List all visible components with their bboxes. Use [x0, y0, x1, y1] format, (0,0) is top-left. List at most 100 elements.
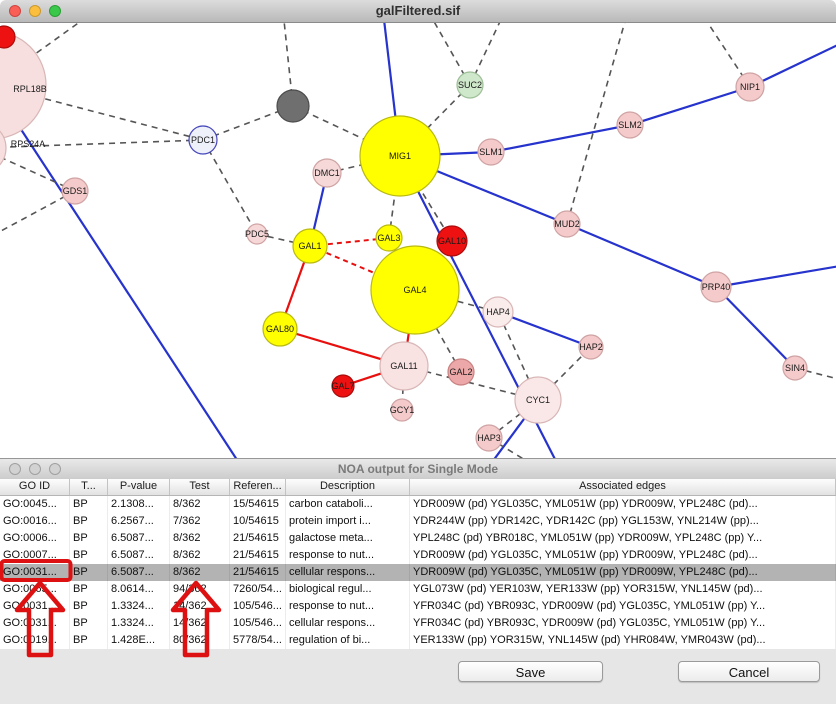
- node-RPL18B[interactable]: [0, 31, 47, 139]
- node-GCY1[interactable]: [390, 398, 414, 422]
- cell: BP: [70, 513, 108, 530]
- close-button[interactable]: [9, 5, 21, 17]
- node-GAL3[interactable]: [375, 224, 403, 252]
- cell: BP: [70, 581, 108, 598]
- column-header-test[interactable]: Test: [170, 479, 230, 495]
- node-MIG1[interactable]: [359, 115, 441, 197]
- node-HAP3[interactable]: [475, 424, 503, 452]
- node-DMC1[interactable]: [312, 158, 342, 188]
- node-label-NIP1: NIP1: [740, 82, 760, 92]
- zoom-button[interactable]: [49, 5, 61, 17]
- cell: cellular respons...: [286, 615, 410, 632]
- node-label-CYC1: CYC1: [526, 395, 550, 405]
- node-label-MIG1: MIG1: [389, 151, 411, 161]
- zoom-button-inactive[interactable]: [49, 463, 61, 475]
- node-label-HAP3: HAP3: [477, 433, 501, 443]
- cell: BP: [70, 547, 108, 564]
- cell: BP: [70, 598, 108, 615]
- node-MUD2[interactable]: [553, 210, 581, 238]
- cell: BP: [70, 615, 108, 632]
- cell: 8.0614...: [108, 581, 170, 598]
- cell: GO:0031...: [0, 598, 70, 615]
- node-RPS24A[interactable]: [0, 122, 7, 174]
- cell: 105/546...: [230, 598, 286, 615]
- node-HAP2[interactable]: [578, 334, 604, 360]
- close-button-inactive[interactable]: [9, 463, 21, 475]
- node-GDS1[interactable]: [61, 177, 89, 205]
- column-header-go-id[interactable]: GO ID: [0, 479, 70, 495]
- node-NIP1[interactable]: [735, 72, 765, 102]
- cell: 6.5087...: [108, 530, 170, 547]
- node-label-RPL18B: RPL18B: [13, 84, 47, 94]
- cell: GO:0031...: [0, 615, 70, 632]
- edge-blue: [0, 95, 238, 459]
- minimize-button-inactive[interactable]: [29, 463, 41, 475]
- node-PRP40[interactable]: [700, 271, 732, 303]
- cell: BP: [70, 496, 108, 513]
- column-header-referen-[interactable]: Referen...: [230, 479, 286, 495]
- cell: 105/546...: [230, 615, 286, 632]
- node-SUC2[interactable]: [456, 71, 484, 99]
- node-GAL4[interactable]: [370, 245, 460, 335]
- cell: GO:0031...: [0, 564, 70, 581]
- network-canvas[interactable]: RPL18BRPS24AGDS1PDC1DMC1MIG1SUC2SLM1SLM2…: [0, 23, 836, 459]
- node-SIN4[interactable]: [782, 355, 808, 381]
- cell: carbon cataboli...: [286, 496, 410, 513]
- edge-blue: [715, 265, 836, 289]
- node-GAL80[interactable]: [262, 311, 298, 347]
- cell: 21/54615: [230, 564, 286, 581]
- cell: 1.3324...: [108, 598, 170, 615]
- node-GAL1[interactable]: [292, 228, 328, 264]
- cancel-button[interactable]: Cancel: [678, 661, 820, 682]
- cell: 8/362: [170, 496, 230, 513]
- node-label-GCY1: GCY1: [390, 405, 415, 415]
- cell: 80/362: [170, 632, 230, 649]
- column-header-p-value[interactable]: P-value: [108, 479, 170, 495]
- node-PDC1[interactable]: [188, 125, 218, 155]
- column-header-associated-edges[interactable]: Associated edges: [410, 479, 836, 495]
- save-button[interactable]: Save: [458, 661, 603, 682]
- noa-window-title: NOA output for Single Mode: [337, 462, 499, 476]
- node-redcorner[interactable]: [0, 25, 16, 49]
- network-window-titlebar[interactable]: galFiltered.sif: [0, 0, 836, 23]
- noa-window-titlebar[interactable]: NOA output for Single Mode: [0, 459, 836, 480]
- node-GAL7[interactable]: [331, 374, 355, 398]
- edge-blue: [490, 123, 631, 154]
- node-CYC1[interactable]: [514, 376, 562, 424]
- node-GAL11[interactable]: [379, 341, 429, 391]
- node-label-GAL1: GAL1: [298, 241, 321, 251]
- cell: 1.3324...: [108, 615, 170, 632]
- node-GAL10[interactable]: [436, 225, 468, 257]
- node-GAL2[interactable]: [447, 358, 475, 386]
- cell: 8/362: [170, 530, 230, 547]
- cell: response to nut...: [286, 547, 410, 564]
- node-label-SIN4: SIN4: [785, 363, 805, 373]
- minimize-button[interactable]: [29, 5, 41, 17]
- column-header-description[interactable]: Description: [286, 479, 410, 495]
- node-PDC5[interactable]: [246, 223, 268, 245]
- node-label-SLM1: SLM1: [479, 147, 503, 157]
- cell: response to nut...: [286, 598, 410, 615]
- node-HAP4[interactable]: [482, 296, 514, 328]
- node-label-GAL3: GAL3: [377, 233, 400, 243]
- cell: biological regul...: [286, 581, 410, 598]
- edge-dash: [794, 367, 836, 380]
- node-gray1[interactable]: [276, 89, 310, 123]
- node-SLM2[interactable]: [616, 111, 644, 139]
- node-SLM1[interactable]: [477, 138, 505, 166]
- edge-dash: [292, 105, 401, 157]
- column-header-t-[interactable]: T...: [70, 479, 108, 495]
